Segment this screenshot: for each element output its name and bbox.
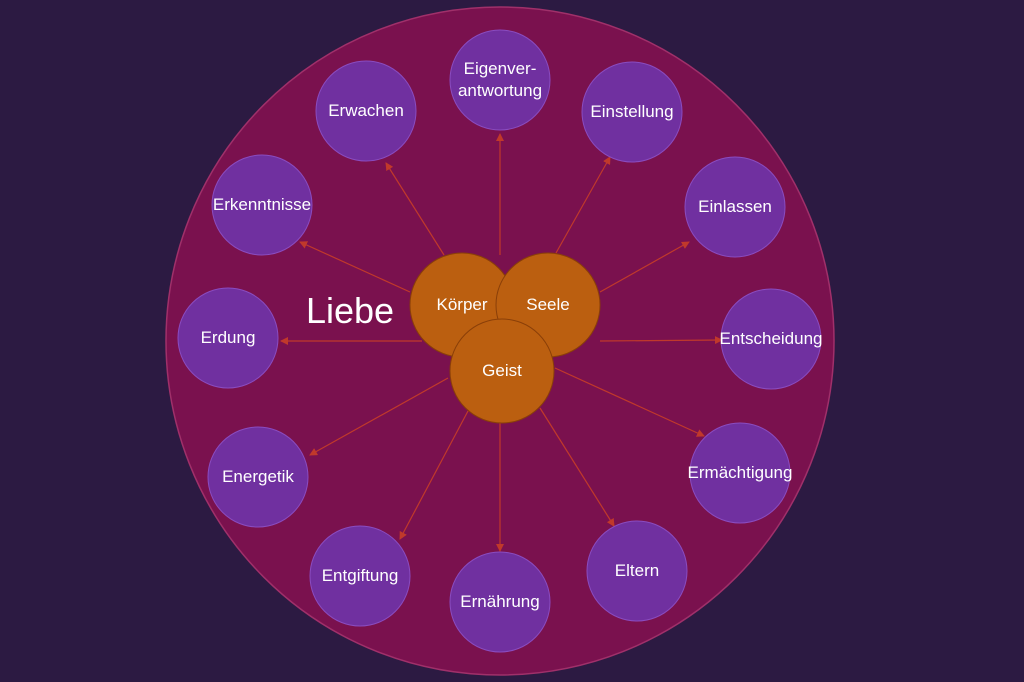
arrow-6 bbox=[539, 407, 615, 527]
satellite-label-6: Eltern bbox=[614, 561, 660, 580]
arrow-2 bbox=[555, 156, 611, 254]
core-label-1: Körper bbox=[436, 295, 488, 314]
satellite-label-3: Einlassen bbox=[698, 197, 772, 216]
satellite-label-11: Erkenntnisse bbox=[212, 195, 312, 214]
arrow-11 bbox=[299, 241, 411, 293]
core-label-3: Geist bbox=[482, 361, 522, 380]
satellite-circle-10 bbox=[177, 287, 279, 389]
arrow-9 bbox=[309, 377, 449, 456]
diagram-title: Liebe bbox=[305, 290, 395, 331]
satellite-label-1: Eigenver- antwortung bbox=[457, 59, 543, 100]
satellite-circle-1 bbox=[449, 29, 551, 131]
satellite-circle-5 bbox=[689, 422, 791, 524]
satellite-circle-6 bbox=[586, 520, 688, 622]
arrow-4 bbox=[599, 336, 723, 345]
arrow-5 bbox=[554, 367, 705, 437]
satellite-circle-9 bbox=[207, 426, 309, 528]
arrow-8 bbox=[399, 410, 469, 540]
satellite-label-9: Energetik bbox=[222, 467, 294, 486]
satellite-label-10: Erdung bbox=[200, 328, 256, 347]
satellite-circle-4 bbox=[720, 288, 822, 390]
satellite-circle-3 bbox=[684, 156, 786, 258]
arrow-12 bbox=[385, 162, 445, 256]
satellite-label-5: Ermächtigung bbox=[687, 463, 793, 482]
satellite-label-8: Entgiftung bbox=[321, 566, 399, 585]
satellite-label-7: Ernährung bbox=[460, 592, 540, 611]
satellite-label-12: Erwachen bbox=[328, 101, 404, 120]
satellite-circle-8 bbox=[309, 525, 411, 627]
satellite-circle-2 bbox=[581, 61, 683, 163]
satellite-label-2: Einstellung bbox=[590, 102, 674, 121]
satellite-circle-7 bbox=[449, 551, 551, 653]
arrow-3 bbox=[599, 241, 690, 293]
core-circle-3 bbox=[449, 318, 555, 424]
satellite-circle-12 bbox=[315, 60, 417, 162]
satellite-label-4: Entscheidung bbox=[719, 329, 823, 348]
core-label-2: Seele bbox=[526, 295, 570, 314]
satellite-circle-11 bbox=[211, 154, 313, 256]
